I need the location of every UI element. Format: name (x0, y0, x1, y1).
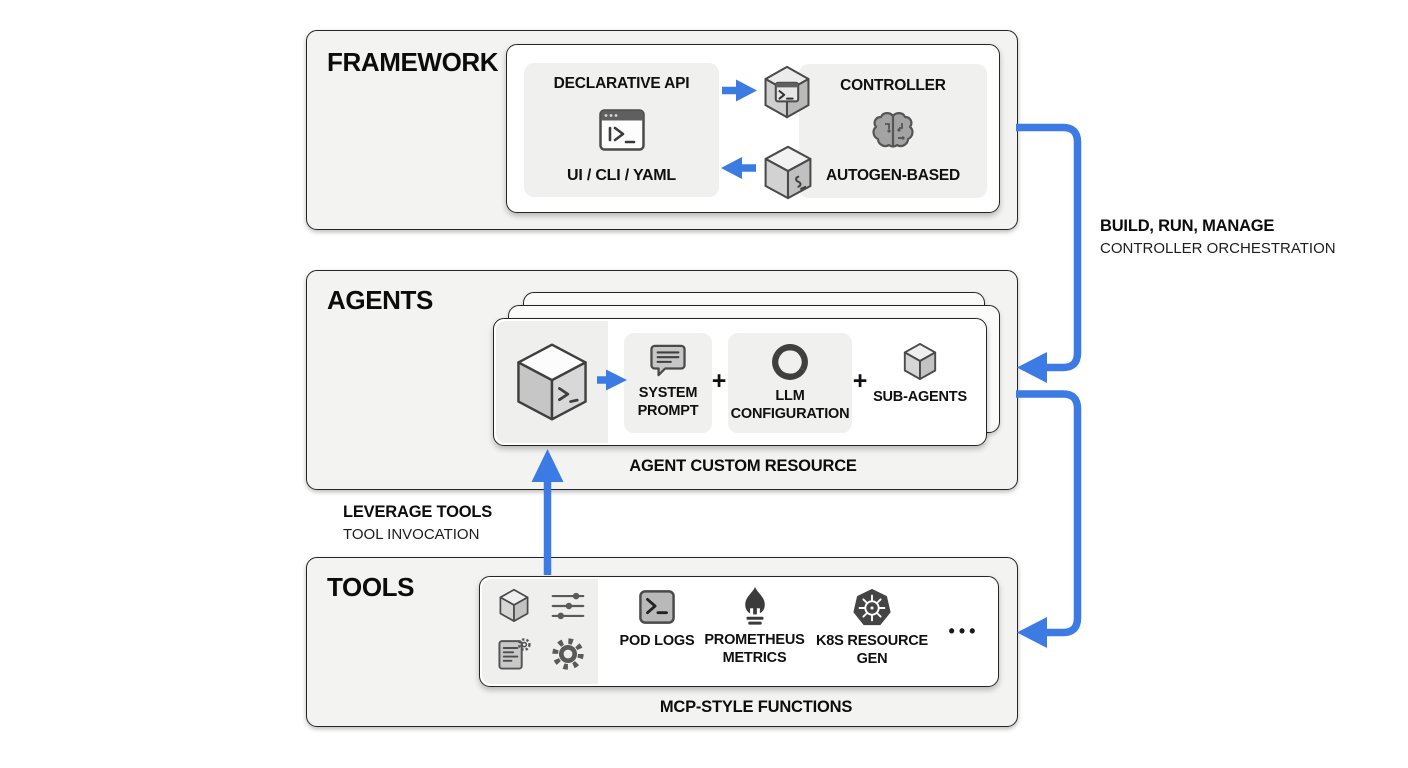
cube-script-icon (760, 143, 816, 201)
agents-to-tools-arrowhead (1017, 617, 1047, 648)
more-tools-ellipsis: ••• (948, 621, 980, 641)
cube-terminal-icon (759, 64, 815, 122)
framework-section: FRAMEWORK DECLARATIVE API UI / CLI / YAM… (306, 30, 1018, 230)
gear-icon (549, 635, 587, 673)
declarative-api-title: DECLARATIVE API (553, 75, 690, 92)
kubernetes-icon (851, 587, 893, 629)
cube-icon (901, 341, 939, 381)
controller-title: CONTROLLER (840, 77, 946, 94)
k8s-resource-gen-label: K8S RESOURCE GEN (815, 633, 928, 667)
system-prompt-label: SYSTEM PROMPT (637, 385, 699, 419)
llm-configuration-label: LLM CONFIGURATION (730, 388, 850, 422)
cube-icon (497, 587, 531, 623)
speech-bubble-icon (649, 343, 687, 377)
pod-logs-function: POD LOGS (617, 589, 697, 651)
openai-icon (769, 341, 811, 383)
sub-agents-group: SUB-AGENTS (872, 341, 968, 407)
agents-section: AGENTS SYSTEM PROMPT + LLM CONFIGURATION… (306, 270, 1018, 490)
build-run-manage-subtitle: CONTROLLER ORCHESTRATION (1100, 240, 1336, 257)
plus-sign: + (711, 367, 727, 395)
agent-resource-card: SYSTEM PROMPT + LLM CONFIGURATION + SUB-… (493, 318, 987, 446)
build-run-manage-title: BUILD, RUN, MANAGE (1100, 217, 1275, 235)
agents-section-label: AGENTS (327, 285, 433, 315)
agent-custom-resource-caption: AGENT CUSTOM RESOURCE (629, 457, 857, 475)
controller-card: CONTROLLER AUTOGEN-BASED (799, 64, 987, 198)
agent-cube-icon (511, 340, 593, 424)
llm-configuration-card: LLM CONFIGURATION (728, 333, 852, 433)
prometheus-metrics-function: PROMETHEUS METRICS (702, 586, 807, 667)
controller-subtitle: AUTOGEN-BASED (825, 167, 961, 184)
toolbox-icon-section (482, 579, 598, 684)
system-prompt-card: SYSTEM PROMPT (624, 333, 712, 433)
mcp-style-functions-caption: MCP-STYLE FUNCTIONS (659, 698, 853, 716)
leverage-tools-title: LEVERAGE TOOLS (343, 503, 493, 521)
plus-sign: + (852, 367, 868, 395)
agents-to-tools-arrow-line (1016, 390, 1082, 637)
declarative-api-subtitle: UI / CLI / YAML (566, 167, 677, 184)
framework-panel: DECLARATIVE API UI / CLI / YAML CONTROLL… (506, 44, 1000, 213)
leverage-tools-annotation: LEVERAGE TOOLS TOOL INVOCATION (343, 503, 492, 543)
pod-logs-label: POD LOGS (619, 633, 695, 649)
leverage-tools-subtitle: TOOL INVOCATION (343, 526, 480, 543)
tools-card: POD LOGS PROMETHEUS METRICS K8S RESOURCE… (479, 576, 999, 687)
k8s-resource-gen-function: K8S RESOURCE GEN (812, 587, 932, 668)
sliders-icon (550, 590, 586, 622)
prometheus-flame-icon (739, 586, 771, 627)
build-run-manage-annotation: BUILD, RUN, MANAGE CONTROLLER ORCHESTRAT… (1100, 217, 1336, 257)
sub-agents-label: SUB-AGENTS (873, 389, 967, 405)
prometheus-metrics-label: PROMETHEUS METRICS (704, 632, 805, 666)
framework-to-agents-arrowhead (1017, 352, 1047, 383)
tools-section: TOOLS POD LOGS PROMETHEUS METRICS K8S RE… (306, 557, 1018, 727)
declarative-api-card: DECLARATIVE API UI / CLI / YAML (524, 63, 719, 197)
terminal-square-icon (638, 589, 676, 625)
doc-gear-icon (496, 635, 532, 673)
terminal-window-icon (599, 109, 645, 151)
framework-to-agents-arrow-line (1016, 123, 1082, 372)
tools-section-label: TOOLS (327, 572, 415, 602)
framework-section-label: FRAMEWORK (327, 47, 499, 77)
brain-icon (871, 111, 915, 151)
agent-icon-section (496, 321, 608, 443)
